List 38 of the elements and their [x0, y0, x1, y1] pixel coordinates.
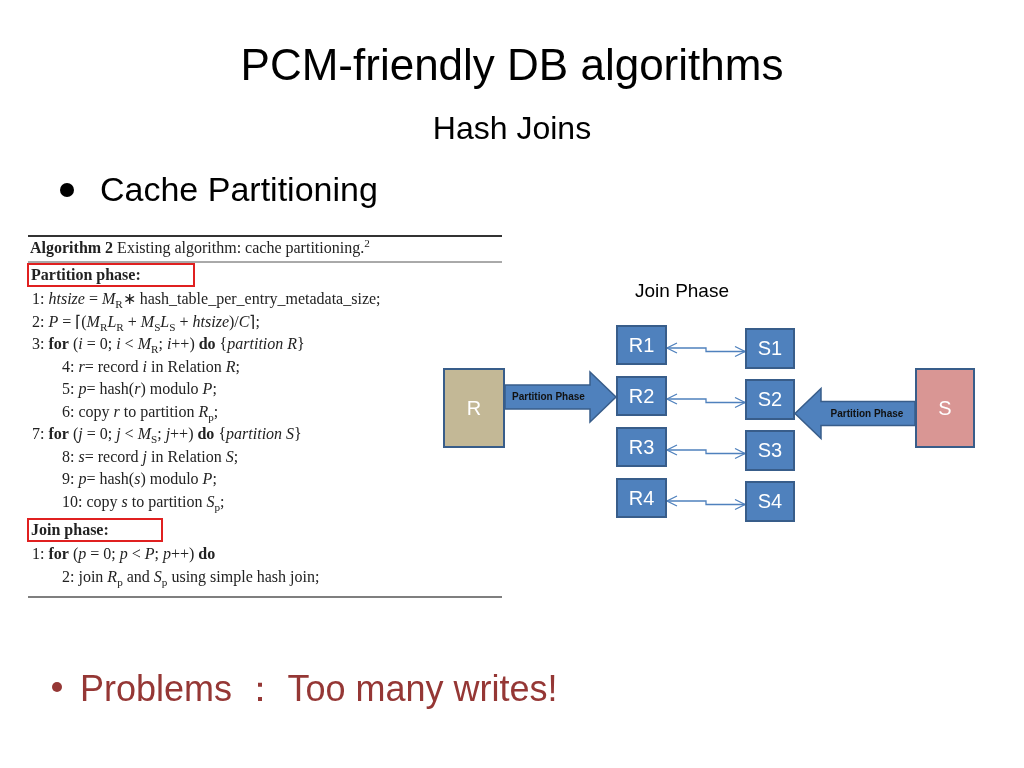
subtitle: Hash Joins [431, 110, 593, 147]
highlighted-heading: Partition phase: [27, 263, 195, 287]
diagram-heading: Join Phase [635, 280, 729, 302]
algorithm-line: 4: r= record i in Relation R; [62, 357, 240, 377]
process-box: R4 [616, 478, 667, 518]
slide-title: PCM-friendly DB algorithms [239, 40, 785, 90]
algorithm-line: 6: copy r to partition R$_{p}$; [62, 402, 219, 422]
algorithm-line: 5: p= hash(r) modulo P; [62, 379, 217, 399]
process-box: S3 [745, 430, 795, 471]
process-box: R2 [616, 376, 667, 416]
double-arrow [666, 444, 746, 460]
process-box: R [443, 368, 505, 448]
algorithm-line: 2: P = ⌈(M$_{R}$L$_{R}$ + M$_{S}$L$_{S}$ + htsize)/C⌉; [32, 312, 260, 332]
double-arrow [666, 342, 746, 358]
algorithm-caption: Algorithm 2 Existing algorithm: cache partitioning.$^{2}$ [30, 238, 370, 258]
algorithm-line: 8: s= record j in Relation S; [62, 447, 239, 467]
algorithm-line: 7: for (j = 0; j < M$_{S}$; j++) do {partition S} [32, 424, 302, 444]
bullet-text: Problems ： Too many writes! [80, 667, 558, 711]
algorithm-line: 1: for (p = 0; p < P; p++) do [32, 544, 216, 564]
process-box: R1 [616, 325, 667, 365]
process-box: R3 [616, 427, 667, 467]
block-arrow [504, 370, 618, 424]
algorithm-line: 2: join R$_{p}$ and S$_{p}$ using simple hash join; [62, 567, 320, 587]
process-box: S1 [745, 328, 795, 369]
edge-label: Partition Phase [829, 406, 905, 421]
double-arrow [666, 393, 746, 409]
algorithm-line: 9: p= hash(s) modulo P; [62, 469, 217, 489]
algorithm-line: 3: for (i = 0; i < M$_{R}$; i++) do {partition R} [32, 334, 305, 354]
block-arrow [793, 386, 916, 441]
double-arrow [666, 495, 746, 511]
edge-label: Partition Phase [511, 390, 586, 404]
algorithm-line: 10: copy s to partition S$_{p}$; [62, 492, 225, 512]
bullet-text: Cache Partitioning [100, 170, 378, 209]
process-box: S [915, 368, 975, 448]
process-box: S2 [745, 379, 795, 420]
highlighted-heading: Join phase: [27, 518, 163, 542]
process-box: S4 [745, 481, 795, 522]
algorithm-line: 1: htsize = M$_{R}$∗ hash_table_per_entry_metadata_size; [32, 289, 381, 309]
